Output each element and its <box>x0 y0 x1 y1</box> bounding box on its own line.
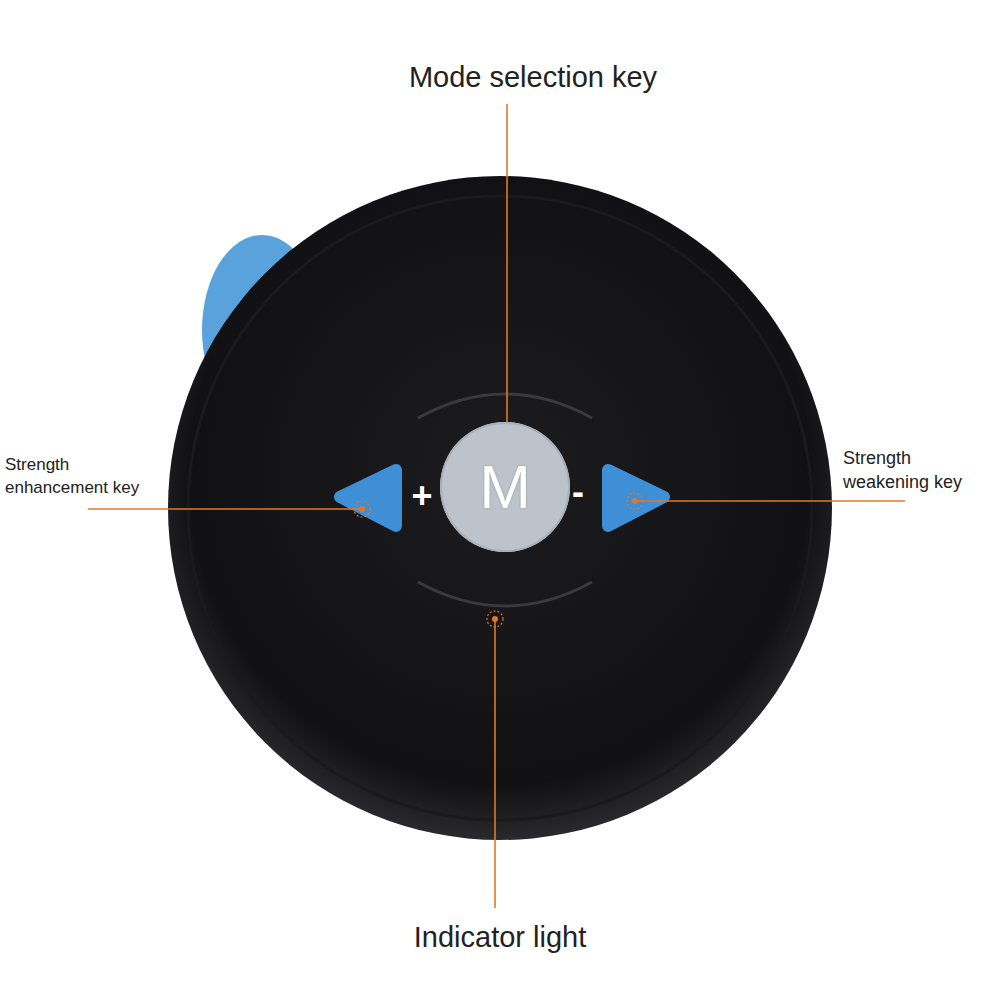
leader-line <box>88 508 362 510</box>
leader-line <box>635 500 905 502</box>
callout-dot <box>359 506 365 512</box>
callout-dot <box>632 498 638 504</box>
device-body <box>168 176 832 840</box>
callout-marker <box>627 493 643 509</box>
callout-label: Indicator light <box>300 918 700 957</box>
mode-button: M <box>440 422 570 552</box>
callout-marker <box>354 501 370 517</box>
plus-button <box>340 470 396 526</box>
callout-marker <box>487 611 503 627</box>
leader-line <box>506 104 508 444</box>
callout-label: Mode selection key <box>280 58 786 97</box>
indicator-arc <box>418 394 592 418</box>
indicator-arc <box>418 582 592 606</box>
callout-dot <box>492 616 498 622</box>
leader-line <box>494 619 496 908</box>
minus-button <box>608 470 664 526</box>
button-symbol: + <box>402 472 442 521</box>
callout-label: Strength weakening key <box>843 446 983 495</box>
device-rim <box>188 196 812 820</box>
button-letter: M <box>479 456 531 518</box>
callout-label: Strength enhancement key <box>5 454 155 500</box>
